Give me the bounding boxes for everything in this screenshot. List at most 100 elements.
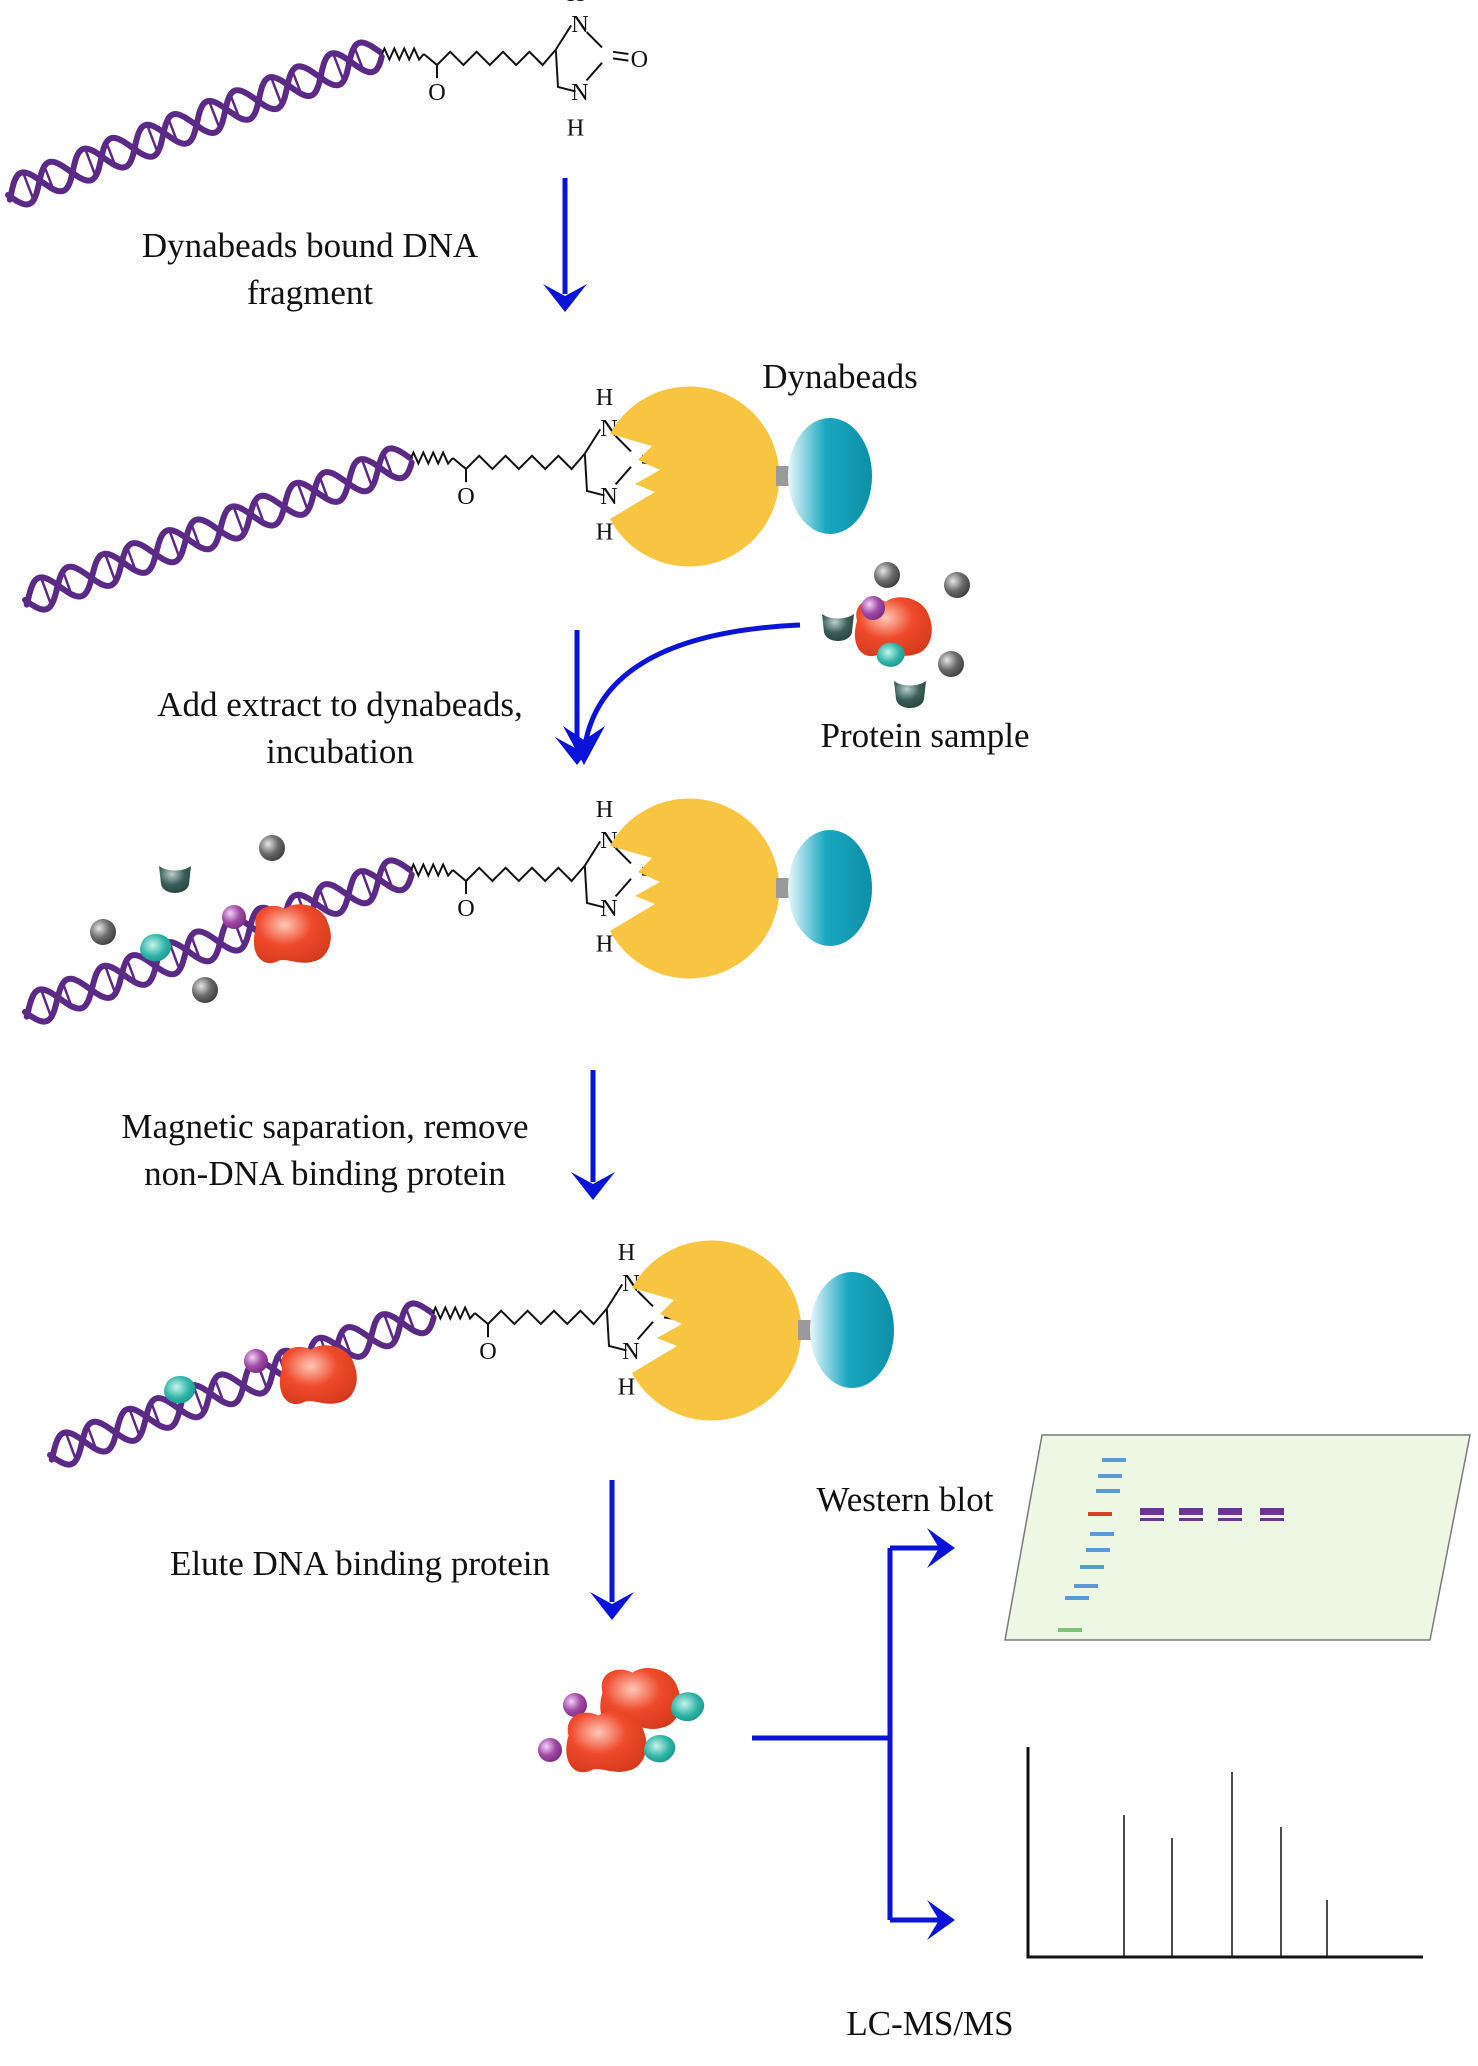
- dna-base-pair: [128, 1408, 141, 1437]
- nitrogen-atom: N: [600, 827, 617, 854]
- protein-icon-darkgreen: [159, 866, 191, 893]
- dna-base-pair: [103, 553, 117, 582]
- arrow-head: [590, 1592, 634, 1620]
- ring-bond: [583, 428, 605, 497]
- linker-spring: [410, 862, 454, 878]
- hydrogen-atom: H: [567, 0, 584, 7]
- dynabeads-label: Dynabeads: [762, 357, 918, 396]
- dynabead-icon: [632, 1240, 894, 1421]
- bead-linker: [798, 1320, 814, 1340]
- biotin-icon: ONNOHH: [381, 0, 648, 141]
- ring-bond: [583, 840, 605, 909]
- nitrogen-atom: N: [600, 483, 617, 510]
- arrow-icon: [582, 622, 801, 746]
- protein-icon-gray: [90, 919, 116, 945]
- protein-band: [1140, 1518, 1164, 1521]
- nitrogen-atom: N: [600, 895, 617, 922]
- protein-band: [1218, 1508, 1242, 1515]
- arrow-head: [571, 1172, 615, 1200]
- ladder-band: [1102, 1458, 1126, 1462]
- protein-icon-darkgreen: [894, 681, 926, 708]
- alkyl-chain: [474, 1307, 608, 1326]
- step2-line2: incubation: [266, 732, 414, 771]
- lcms-label: LC-MS/MS: [846, 2004, 1014, 2043]
- protein-sample-label: Protein sample: [820, 716, 1030, 755]
- bead-linker: [776, 466, 792, 486]
- step3-line1: Magnetic saparation, remove: [121, 1107, 529, 1146]
- blot-membrane-icon: [1004, 1434, 1471, 1641]
- arrow-icon: [752, 1545, 940, 1923]
- ladder-band: [1098, 1474, 1122, 1478]
- hydrogen-atom: H: [596, 930, 613, 957]
- step2-line1: Add extract to dynabeads,: [157, 685, 523, 724]
- step2-label: Add extract to dynabeads, incubation: [115, 681, 565, 775]
- streptavidin-bead: [610, 386, 780, 567]
- linker-spring: [410, 450, 454, 466]
- protein-icon-purple: [563, 1693, 587, 1717]
- linker-spring: [381, 46, 425, 62]
- dna-base-pair: [145, 124, 159, 153]
- dna-helix-icon: [22, 445, 415, 613]
- mass-spectrum-icon: [1026, 1747, 1423, 1959]
- protein-icon-gray: [944, 572, 970, 598]
- hydrogen-atom: H: [618, 1373, 635, 1400]
- nitrogen-atom: N: [571, 79, 588, 106]
- western-blot-label: Western blot: [816, 1480, 994, 1519]
- dna-base-pair: [269, 76, 283, 106]
- ladder-band: [1074, 1584, 1098, 1588]
- ladder-band: [1088, 1512, 1112, 1516]
- dna-base-pair: [382, 1313, 396, 1343]
- dna-strand: [23, 456, 415, 608]
- alkyl-chain: [452, 864, 586, 883]
- hydrogen-atom: H: [596, 384, 613, 411]
- protein-icon-teal: [164, 1376, 196, 1404]
- protein-icon-red: [253, 904, 331, 964]
- dna-base-pair: [331, 52, 345, 82]
- dynabead-icon: [610, 386, 872, 567]
- dna-base-pair: [39, 576, 53, 606]
- magnet-icon: [788, 418, 872, 534]
- dna-base-pair: [207, 100, 221, 129]
- protein-icon-teal: [140, 934, 172, 962]
- dna-helix-icon: [22, 857, 415, 1025]
- dynabead-icon: [610, 798, 872, 979]
- ring-bond: [605, 1283, 627, 1352]
- linker-spring: [432, 1305, 476, 1321]
- step1-line2: fragment: [246, 273, 374, 312]
- dna-helix-icon: [5, 39, 385, 208]
- dna-strand: [6, 50, 385, 203]
- streptavidin-bead: [610, 798, 780, 979]
- dna-base-pair: [168, 529, 181, 559]
- hydrogen-atom: H: [596, 796, 613, 823]
- nitrogen-atom: N: [571, 11, 588, 38]
- nitrogen-atom: N: [622, 1270, 639, 1297]
- step3-line2: non-DNA binding protein: [144, 1154, 506, 1193]
- protein-icon-purple: [244, 1349, 268, 1373]
- protein-icon-gray: [192, 977, 218, 1003]
- dna-strand: [48, 1311, 437, 1463]
- nitrogen-atom: N: [622, 1338, 639, 1365]
- protein-icon-gray: [874, 562, 900, 588]
- dna-base-pair: [360, 870, 374, 900]
- ladder-band: [1090, 1532, 1114, 1536]
- ladder-band: [1080, 1565, 1104, 1569]
- magnet-icon: [788, 830, 872, 946]
- step3-label: Magnetic saparation, remove non-DNA bind…: [75, 1103, 575, 1197]
- dna-base-pair: [103, 965, 117, 994]
- dna-base-pair: [360, 458, 374, 488]
- hydrogen-atom: H: [618, 1239, 635, 1266]
- protein-band: [1140, 1508, 1164, 1515]
- hydrogen-atom: H: [567, 114, 584, 141]
- bead-linker: [776, 878, 792, 898]
- step4-label: Elute DNA binding protein: [169, 1544, 551, 1583]
- nitrogen-atom: N: [600, 415, 617, 442]
- dna-base-pair: [39, 988, 53, 1018]
- oxygen-atom: O: [457, 895, 474, 922]
- protein-icon-teal: [876, 642, 905, 667]
- protein-band: [1218, 1518, 1242, 1521]
- spectrum-axes: [1026, 1747, 1423, 1959]
- dna-base-pair: [232, 505, 245, 535]
- magnet-icon: [810, 1272, 894, 1388]
